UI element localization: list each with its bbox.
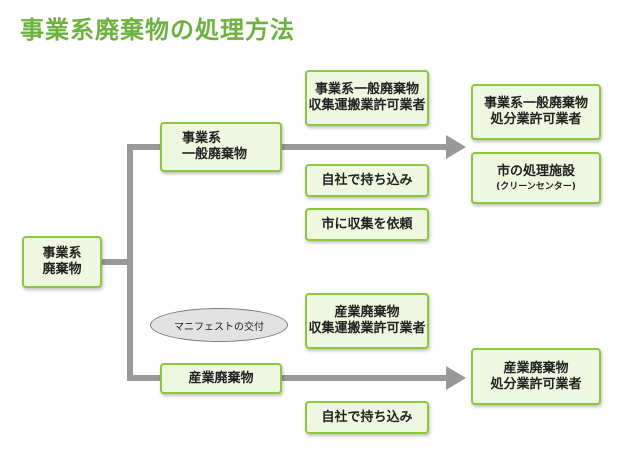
node-industrial-transport-contractor: 産業廃棄物 収集運搬業許可業者 bbox=[305, 293, 429, 349]
node-general-transport-contractor: 事業系一般廃棄物 収集運搬業許可業者 bbox=[305, 70, 429, 126]
node-business-waste: 事業系 廃棄物 bbox=[22, 236, 102, 288]
node-industrial-disposal-contractor: 産業廃棄物 処分業許可業者 bbox=[471, 348, 601, 405]
arrow-head-general bbox=[446, 135, 466, 159]
node-city-treatment-facility: 市の処理施設 (クリーンセンター) bbox=[471, 152, 601, 204]
node-industrial-waste: 産業廃棄物 bbox=[160, 363, 282, 394]
arrow-head-industrial bbox=[446, 366, 466, 390]
node-industrial-self-delivery: 自社で持ち込み bbox=[305, 401, 429, 434]
node-general-self-delivery: 自社で持ち込み bbox=[305, 164, 429, 197]
node-general-waste: 事業系 一般廃棄物 bbox=[160, 122, 282, 172]
page-title: 事業系廃棄物の処理方法 bbox=[20, 16, 295, 44]
node-city-collection-request: 市に収集を依頼 bbox=[305, 208, 429, 241]
node-general-disposal-contractor: 事業系一般廃棄物 処分業許可業者 bbox=[471, 84, 601, 140]
manifest-issuance-oval: マニフェストの交付 bbox=[150, 308, 288, 342]
